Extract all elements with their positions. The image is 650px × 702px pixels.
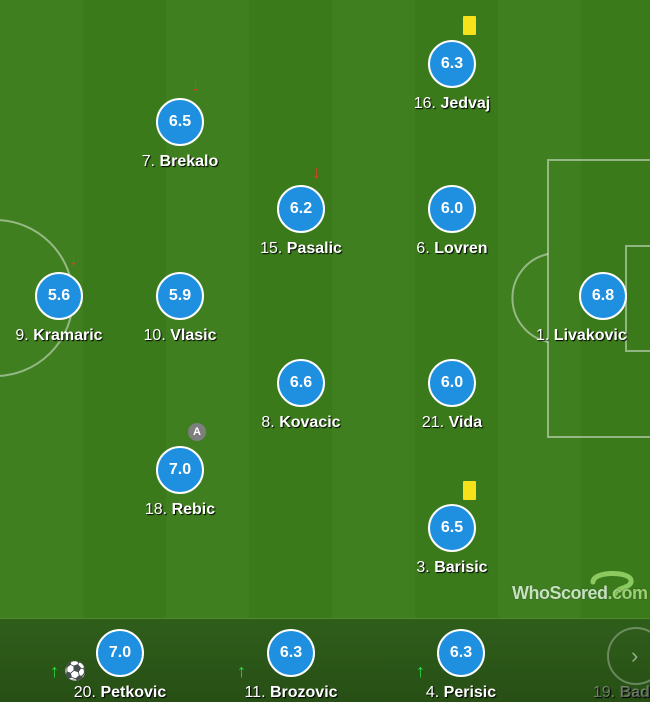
rating-bubble: 6.3 [267, 629, 315, 677]
player-name: 16. Jedvaj [413, 95, 491, 112]
sub-on-arrow-icon: ↑ [416, 661, 425, 681]
player-brekalo[interactable]: 6.5 7. Brekalo [110, 98, 250, 170]
player-name: 6. Lovren [416, 240, 488, 257]
whoscored-logo-icon [590, 571, 634, 597]
yellow-card-icon [463, 16, 476, 35]
player-name: 8. Kovacic [261, 414, 341, 431]
player-barisic[interactable]: 6.5 3. Barisic [382, 504, 522, 576]
player-kovacic[interactable]: 6.6 8. Kovacic [231, 359, 371, 431]
captain-badge-icon: A [188, 423, 206, 441]
bench-player-bad[interactable]: 19. Bad [560, 629, 650, 701]
player-name: 21. Vida [421, 414, 483, 431]
sub-off-arrow-icon: ↓ [191, 75, 200, 95]
rating-bubble: 6.2 [277, 185, 325, 233]
rating-bubble: 6.5 [156, 98, 204, 146]
rating-bubble: 7.0 [96, 629, 144, 677]
rating-bubble: 6.0 [428, 185, 476, 233]
player-name: 20. Petkovic [73, 684, 167, 701]
sub-off-arrow-icon: ↓ [69, 249, 78, 269]
rating-bubble: 6.8 [579, 272, 627, 320]
bench-strip: 7.0 20. Petkovic ↑ ⚽ 6.3 11. Brozovic ↑ … [0, 618, 650, 702]
player-name: 11. Brozovic [244, 684, 338, 701]
player-pasalic[interactable]: 6.2 15. Pasalic [231, 185, 371, 257]
goal-ball-icon: ⚽ [64, 661, 87, 681]
player-vlasic[interactable]: 5.9 10. Vlasic [110, 272, 250, 344]
next-arrow-button[interactable]: › [607, 627, 650, 685]
player-name: 3. Barisic [416, 559, 488, 576]
rating-bubble: 6.3 [428, 40, 476, 88]
sub-on-arrow-icon: ↑ [50, 661, 59, 681]
player-name: 4. Perisic [425, 684, 497, 701]
player-vida[interactable]: 6.0 21. Vida [382, 359, 522, 431]
bench-player-perisic[interactable]: 6.3 4. Perisic [391, 629, 531, 701]
rating-bubble: 6.3 [437, 629, 485, 677]
player-kramaric[interactable]: 5.6 9. Kramaric [0, 272, 129, 344]
rating-bubble: 5.9 [156, 272, 204, 320]
whoscored-watermark: WhoScored.com [512, 583, 648, 603]
player-name: 19. Bad [593, 684, 650, 701]
yellow-card-icon [463, 481, 476, 500]
player-name: 7. Brekalo [141, 153, 219, 170]
bench-player-brozovic[interactable]: 6.3 11. Brozovic [221, 629, 361, 701]
player-name: 15. Pasalic [260, 240, 342, 257]
rating-bubble: 7.0 [156, 446, 204, 494]
rating-bubble: 6.0 [428, 359, 476, 407]
pitch: 6.3 16. Jedvaj 6.5 7. Brekalo ↓ 6.2 15. … [0, 0, 650, 618]
player-lovren[interactable]: 6.0 6. Lovren [382, 185, 522, 257]
player-name: 18. Rebic [144, 501, 216, 518]
player-rebic[interactable]: 7.0 18. Rebic [110, 446, 250, 518]
bench-player-petkovic[interactable]: 7.0 20. Petkovic [50, 629, 190, 701]
sub-on-arrow-icon: ↑ [237, 661, 246, 681]
player-jedvaj[interactable]: 6.3 16. Jedvaj [382, 40, 522, 112]
player-name: 1. Livakovic [536, 327, 627, 344]
rating-bubble: 6.5 [428, 504, 476, 552]
player-name: 10. Vlasic [143, 327, 217, 344]
player-livakovic[interactable]: 6.8 1. Livakovic [533, 272, 650, 344]
rating-bubble: 6.6 [277, 359, 325, 407]
player-name: 9. Kramaric [15, 327, 103, 344]
rating-bubble: 5.6 [35, 272, 83, 320]
sub-off-arrow-icon: ↓ [312, 162, 321, 182]
